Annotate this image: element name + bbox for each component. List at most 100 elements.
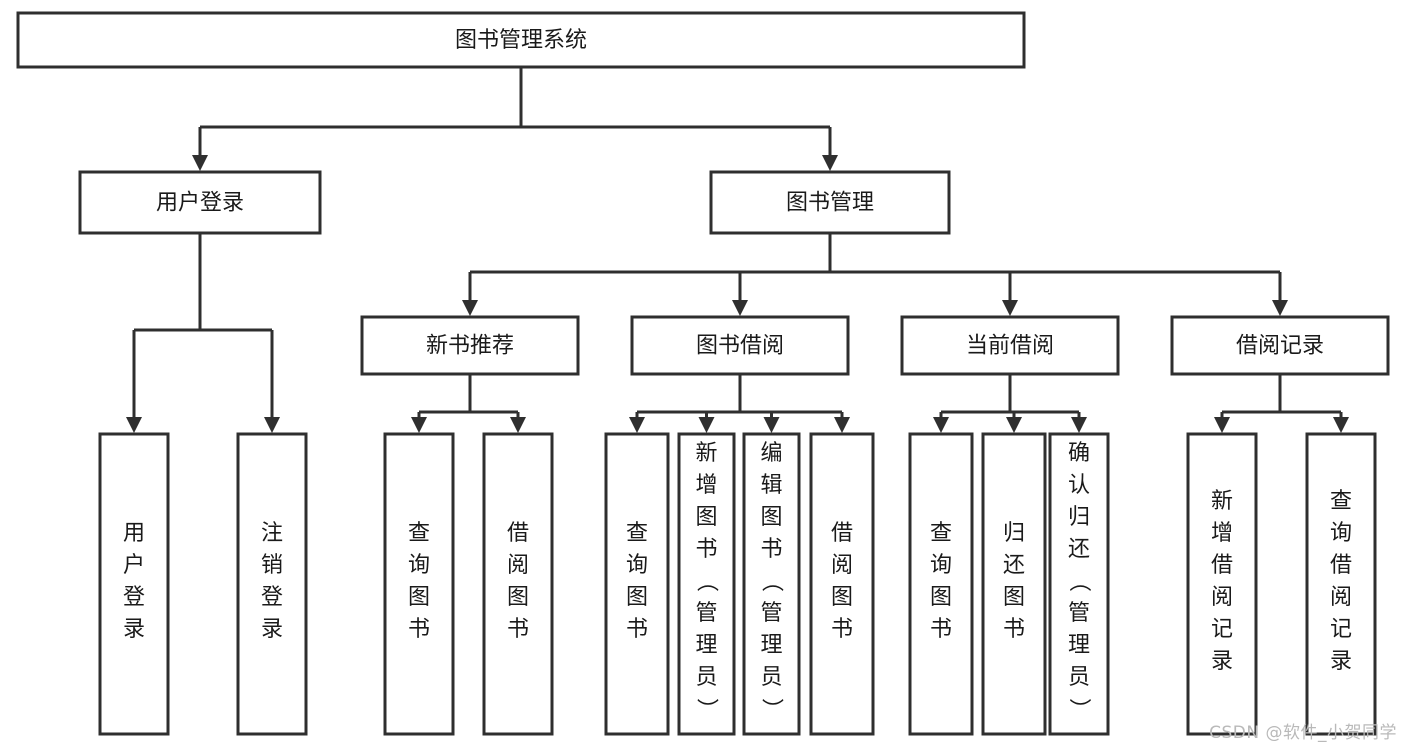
node-l1a[interactable]: 用户登录 [78,170,322,235]
node-box[interactable] [1170,315,1390,376]
node-box[interactable] [482,432,554,736]
node-label: 图书借阅 [696,332,784,357]
node-l1b[interactable]: 图书管理 [709,170,951,235]
node-box[interactable] [1048,432,1110,736]
node-box[interactable] [360,315,580,376]
node-box[interactable] [908,432,974,736]
node-root[interactable]: 图书管理系统 [16,11,1026,69]
node-label-char: 书 [760,536,782,561]
node-label-char: 管 [1068,600,1090,625]
node-box[interactable] [742,432,801,736]
node-label-char: 询 [930,552,952,577]
edge-group-l2c [933,374,1087,433]
node-label-char: 用 [123,520,145,545]
arrow-head-icon [629,417,645,433]
arrow-head-icon [933,417,949,433]
node-label-char: 书 [695,536,717,561]
node-l2a[interactable]: 新书推荐 [360,315,580,376]
node-label-char: 还 [1068,536,1090,561]
node-box[interactable] [1186,432,1258,736]
node-label-char: ） [695,698,720,720]
node-label-char: 编 [760,440,782,465]
node-label-char: 确 [1068,440,1090,465]
arrow-head-icon [1272,300,1288,316]
node-label-char: 销 [261,552,283,577]
node-label-char: 借 [1211,552,1233,577]
arrow-head-icon [264,417,280,433]
node-label-char: 辑 [760,472,782,497]
node-box[interactable] [677,432,736,736]
node-f1[interactable]: 用户登录 [98,432,170,736]
node-label-char: 图 [760,504,782,529]
node-box[interactable] [1305,432,1377,736]
node-label-char: 阅 [831,552,853,577]
node-label-char: （ [760,570,785,592]
node-label-char: （ [1067,570,1092,592]
node-l2c[interactable]: 当前借阅 [900,315,1120,376]
node-label-char: 增 [1211,520,1233,545]
node-box[interactable] [98,432,170,736]
node-label: 图书管理系统 [455,27,587,52]
node-label-char: 图 [1003,584,1025,609]
arrow-head-icon [1333,417,1349,433]
node-layer: 图书管理系统用户登录图书管理新书推荐图书借阅当前借阅借阅记录用户登录注销登录查询… [16,11,1390,736]
edge-group-l2d [1214,374,1349,433]
node-label-char: 书 [408,616,430,641]
arrow-head-icon [732,300,748,316]
node-label-char: 新 [695,440,717,465]
node-label-char: 询 [1330,520,1352,545]
node-label-char: 理 [760,632,782,657]
node-label-char: 户 [123,552,145,577]
edge-group-l1b [462,233,1288,316]
node-box[interactable] [78,170,322,235]
node-label-char: 借 [1330,552,1352,577]
node-label-char: 录 [123,616,145,641]
node-box[interactable] [809,432,875,736]
arrow-head-icon [510,417,526,433]
node-l2d[interactable]: 借阅记录 [1170,315,1390,376]
node-label-char: 录 [1211,648,1233,673]
node-box[interactable] [16,11,1026,69]
node-box[interactable] [709,170,951,235]
arrow-head-icon [192,155,208,171]
node-box[interactable] [900,315,1120,376]
node-label-char: 书 [1003,616,1025,641]
node-box[interactable] [236,432,308,736]
node-label-char: ） [760,698,785,720]
node-box[interactable] [981,432,1047,736]
node-label-char: 询 [626,552,648,577]
node-box[interactable] [630,315,850,376]
node-label-char: 图 [695,504,717,529]
edge-layer [126,67,1349,433]
arrow-head-icon [698,417,715,433]
node-label-char: 登 [261,584,283,609]
arrow-head-icon [462,300,478,316]
node-l2b[interactable]: 图书借阅 [630,315,850,376]
node-label-char: 阅 [507,552,529,577]
node-label-char: 记 [1211,616,1233,641]
arrow-head-icon [1002,300,1018,316]
arrow-head-icon [1071,417,1087,433]
node-box[interactable] [383,432,455,736]
node-label-char: 查 [408,520,430,545]
node-label-char: 图 [507,584,529,609]
node-label-char: 阅 [1211,584,1233,609]
arrow-head-icon [411,417,427,433]
node-label-char: 图 [831,584,853,609]
node-box[interactable] [604,432,670,736]
node-label-char: 借 [831,520,853,545]
node-label-char: 查 [930,520,952,545]
